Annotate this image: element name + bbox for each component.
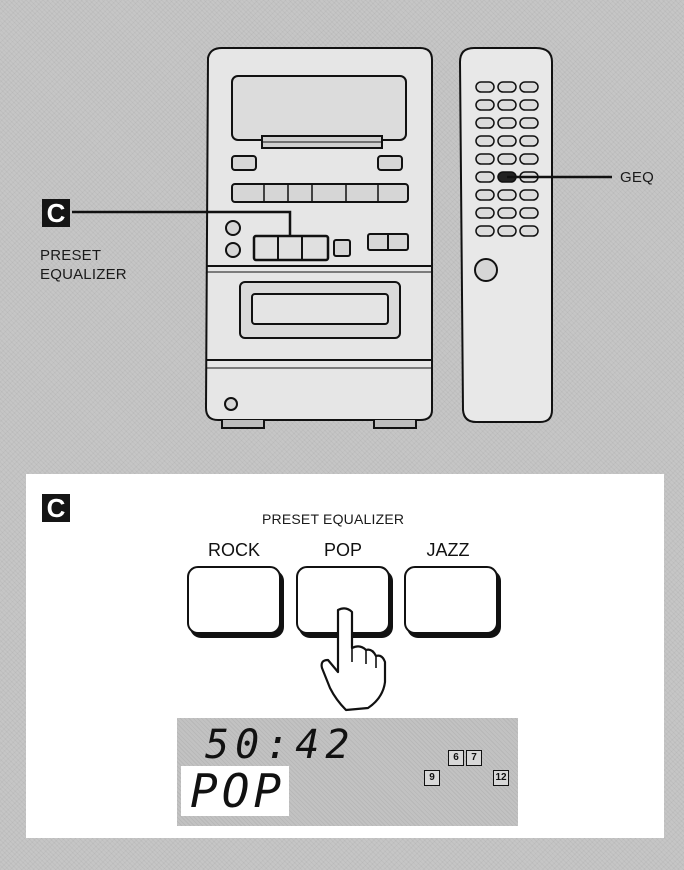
lcd-mode-readout: POP — [190, 764, 286, 818]
geq-label: GEQ — [620, 169, 654, 186]
lcd-time-readout: 50:42 — [205, 722, 356, 768]
band-indicator-7: 7 — [466, 750, 482, 766]
stereo-and-remote-illustration — [72, 47, 612, 429]
band-indicator-12: 12 — [493, 770, 509, 786]
stereo-unit — [204, 47, 433, 429]
preset-equalizer-label-line2: EQUALIZER — [40, 266, 127, 283]
leader-lines — [72, 175, 612, 236]
band-indicator-9: 9 — [424, 770, 440, 786]
lcd-mode-highlight — [181, 766, 289, 816]
band-indicator-6: 6 — [448, 750, 464, 766]
remote-control — [458, 47, 553, 423]
badge-c-detail: C — [42, 494, 70, 522]
section-c-title: PRESET EQUALIZER — [262, 511, 405, 527]
rock-button[interactable] — [187, 566, 281, 634]
jazz-label: JAZZ — [426, 540, 470, 560]
badge-c-top: C — [42, 199, 70, 227]
jazz-button[interactable] — [404, 566, 498, 634]
pop-label: POP — [323, 540, 362, 560]
preset-equalizer-label-line1: PRESET — [40, 247, 102, 264]
rock-label: ROCK — [207, 540, 260, 560]
pop-button[interactable] — [296, 566, 390, 634]
